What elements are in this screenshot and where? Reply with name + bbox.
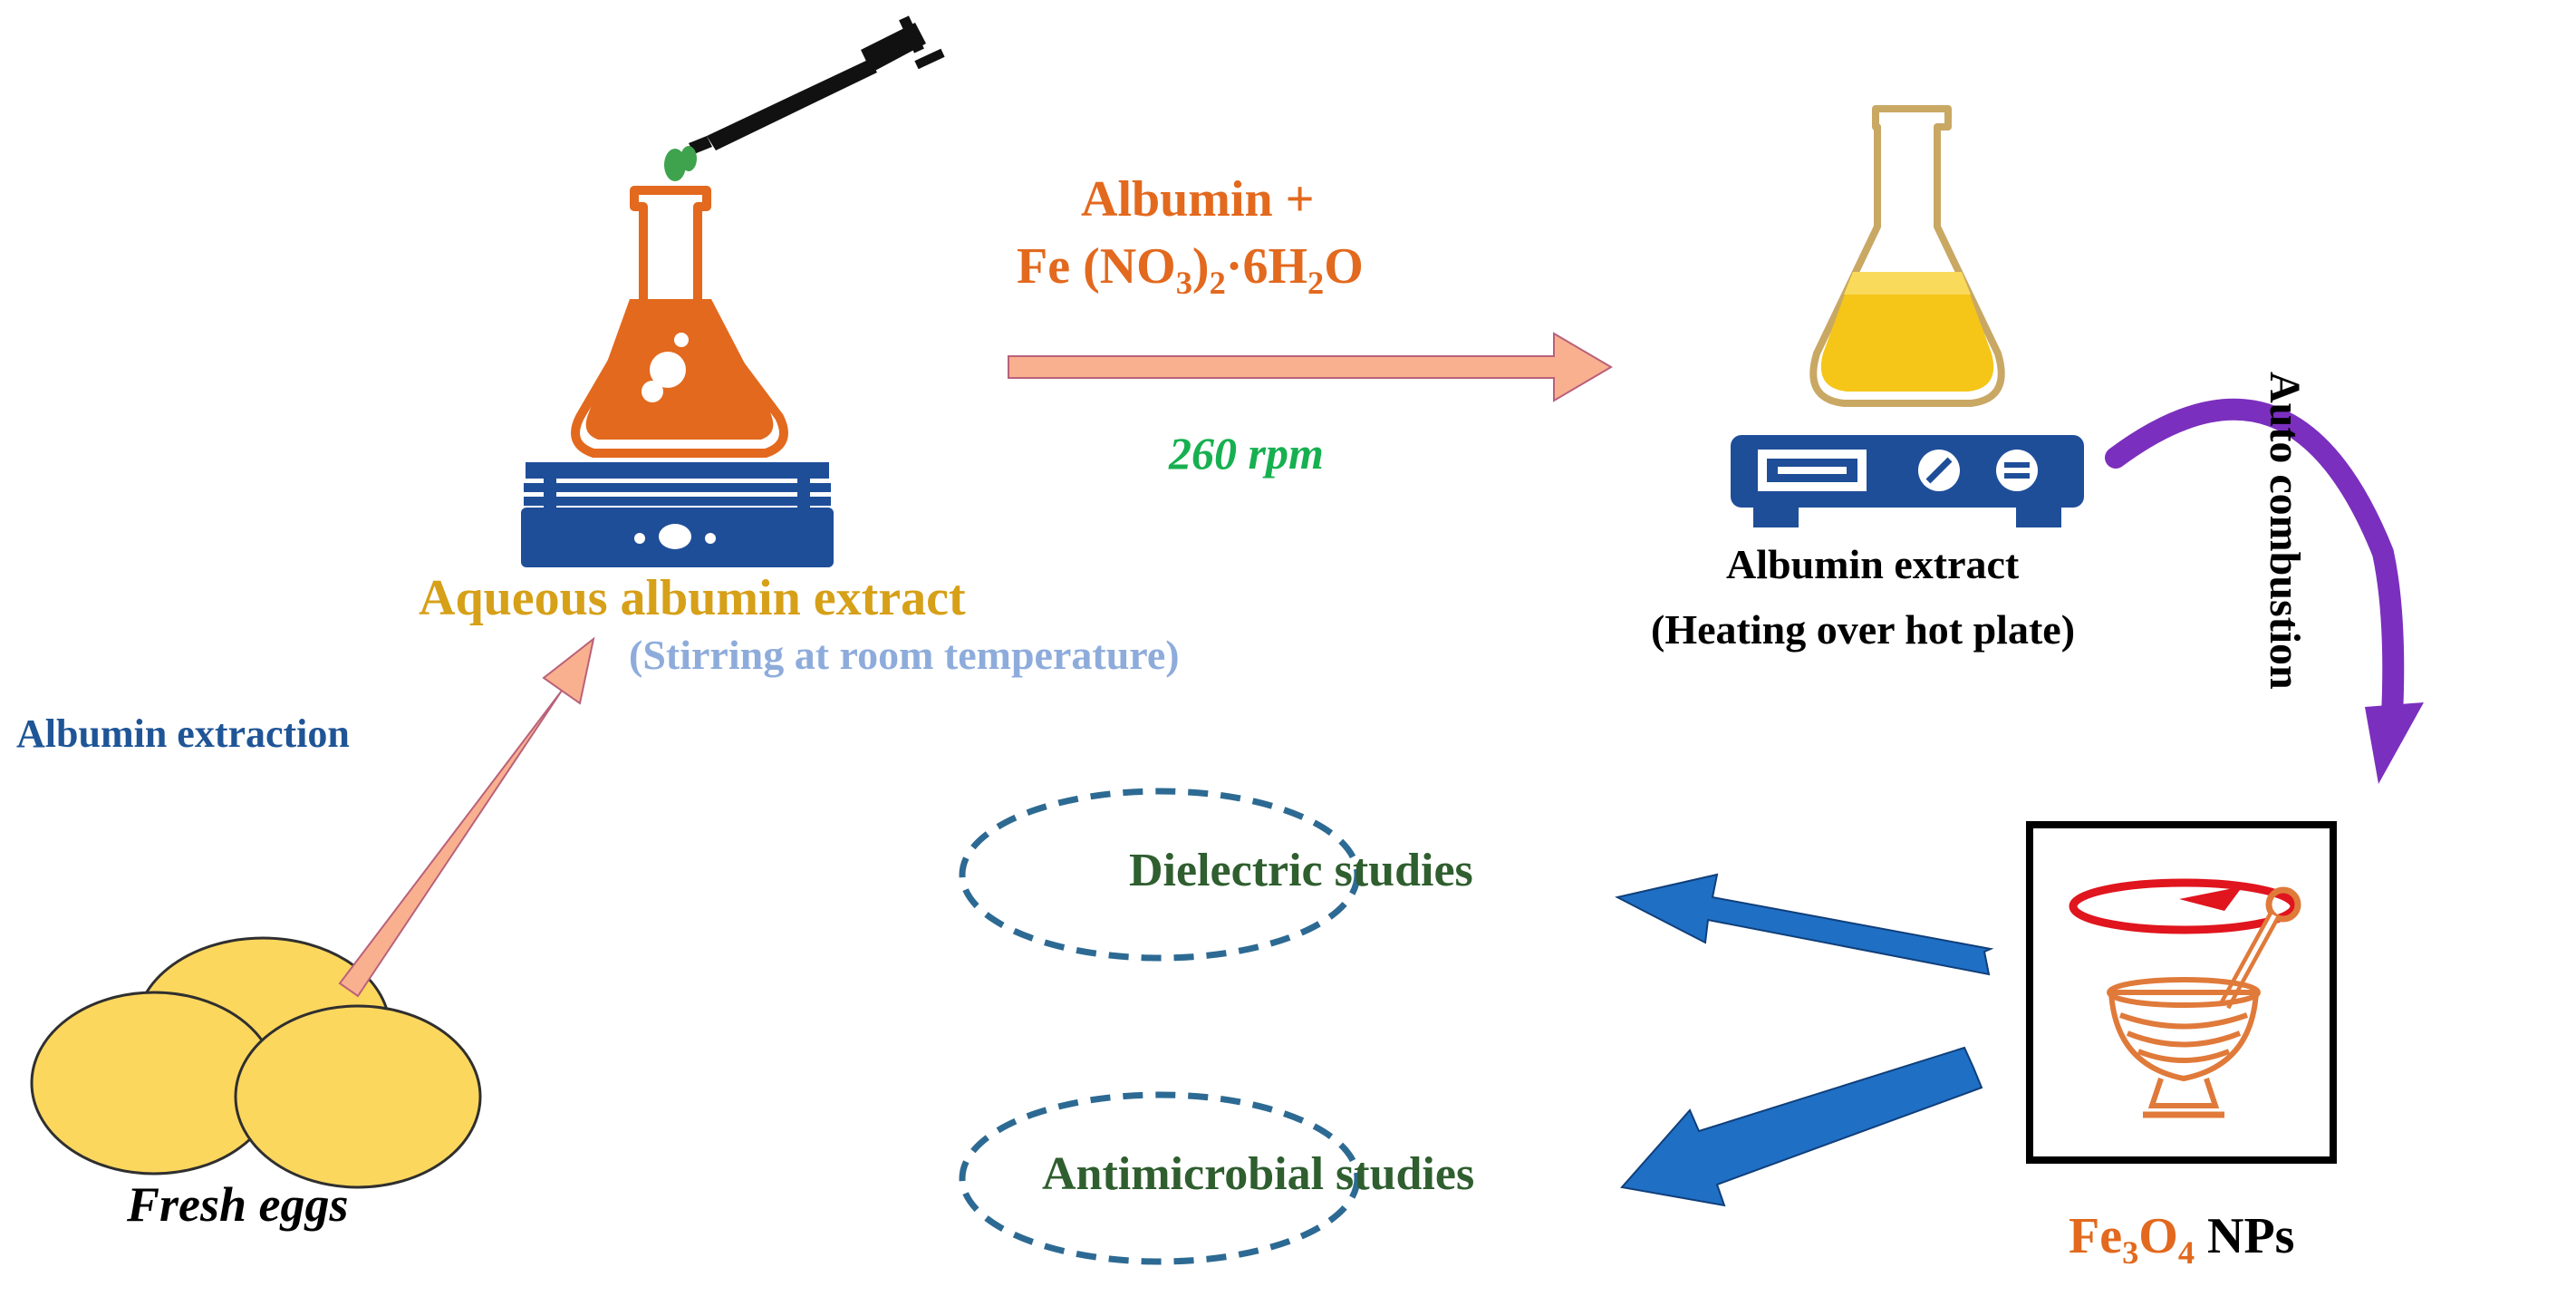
albumin-extract-label: Albumin extract (1726, 541, 2020, 587)
extraction-arrow (338, 636, 595, 998)
reagent-fe: Fe (NO (1017, 238, 1176, 295)
reaction-arrow (1008, 332, 1613, 402)
product-box (2026, 821, 2337, 1164)
product-fe: Fe (2069, 1208, 2123, 1264)
aqueous-extract-label: Aqueous albumin extract (419, 570, 966, 626)
to-dielectric-arrow (1615, 873, 1994, 976)
reagent-sub3: 3 (1175, 265, 1192, 302)
stirrer-flask-icon (521, 15, 945, 567)
mortar-pestle-icon (2069, 878, 2301, 1118)
hotplate-flask-icon (1731, 105, 2084, 527)
to-antimicrobial-arrow (1620, 1046, 1983, 1207)
reagent-o: O (1324, 238, 1364, 295)
product-label: Fe3O4 NPs (2069, 1208, 2295, 1269)
product-nps: NPs (2195, 1208, 2295, 1264)
stirring-note: (Stirring at room temperature) (629, 632, 1180, 678)
rpm-label: 260 rpm (1169, 428, 1324, 479)
auto-combustion-label: Auto combustion (2261, 372, 2309, 690)
albumin-extraction-label: Albumin extraction (16, 711, 350, 756)
reagent-hydrate: ·6H (1225, 238, 1308, 295)
magnetic-stirrer-icon (521, 462, 834, 567)
reagent-close: ) (1192, 238, 1210, 295)
antimicrobial-label: Antimicrobial studies (1042, 1148, 1475, 1200)
auto-combustion-arrow (2105, 398, 2424, 784)
eggs-icon (30, 936, 482, 1189)
antimicrobial-ellipse (959, 1091, 1361, 1265)
reagent-sub2b: 2 (1307, 265, 1325, 302)
product-sub3: 3 (2122, 1234, 2139, 1272)
reagent-formula: Fe (NO3)2·6H2O (1017, 238, 1364, 299)
fresh-eggs-label: Fresh eggs (127, 1177, 349, 1232)
dielectric-ellipse (959, 788, 1361, 962)
pipette-icon (689, 15, 945, 154)
product-o: O (2138, 1208, 2178, 1264)
product-sub4: 4 (2177, 1234, 2195, 1272)
drop-icon (664, 146, 697, 181)
reagent-line1: Albumin + (1081, 171, 1315, 227)
reagent-sub2: 2 (1209, 265, 1226, 302)
dielectric-label: Dielectric studies (1129, 845, 1473, 896)
heating-note: (Heating over hot plate) (1651, 606, 2076, 653)
hot-plate-icon (1731, 435, 2084, 527)
